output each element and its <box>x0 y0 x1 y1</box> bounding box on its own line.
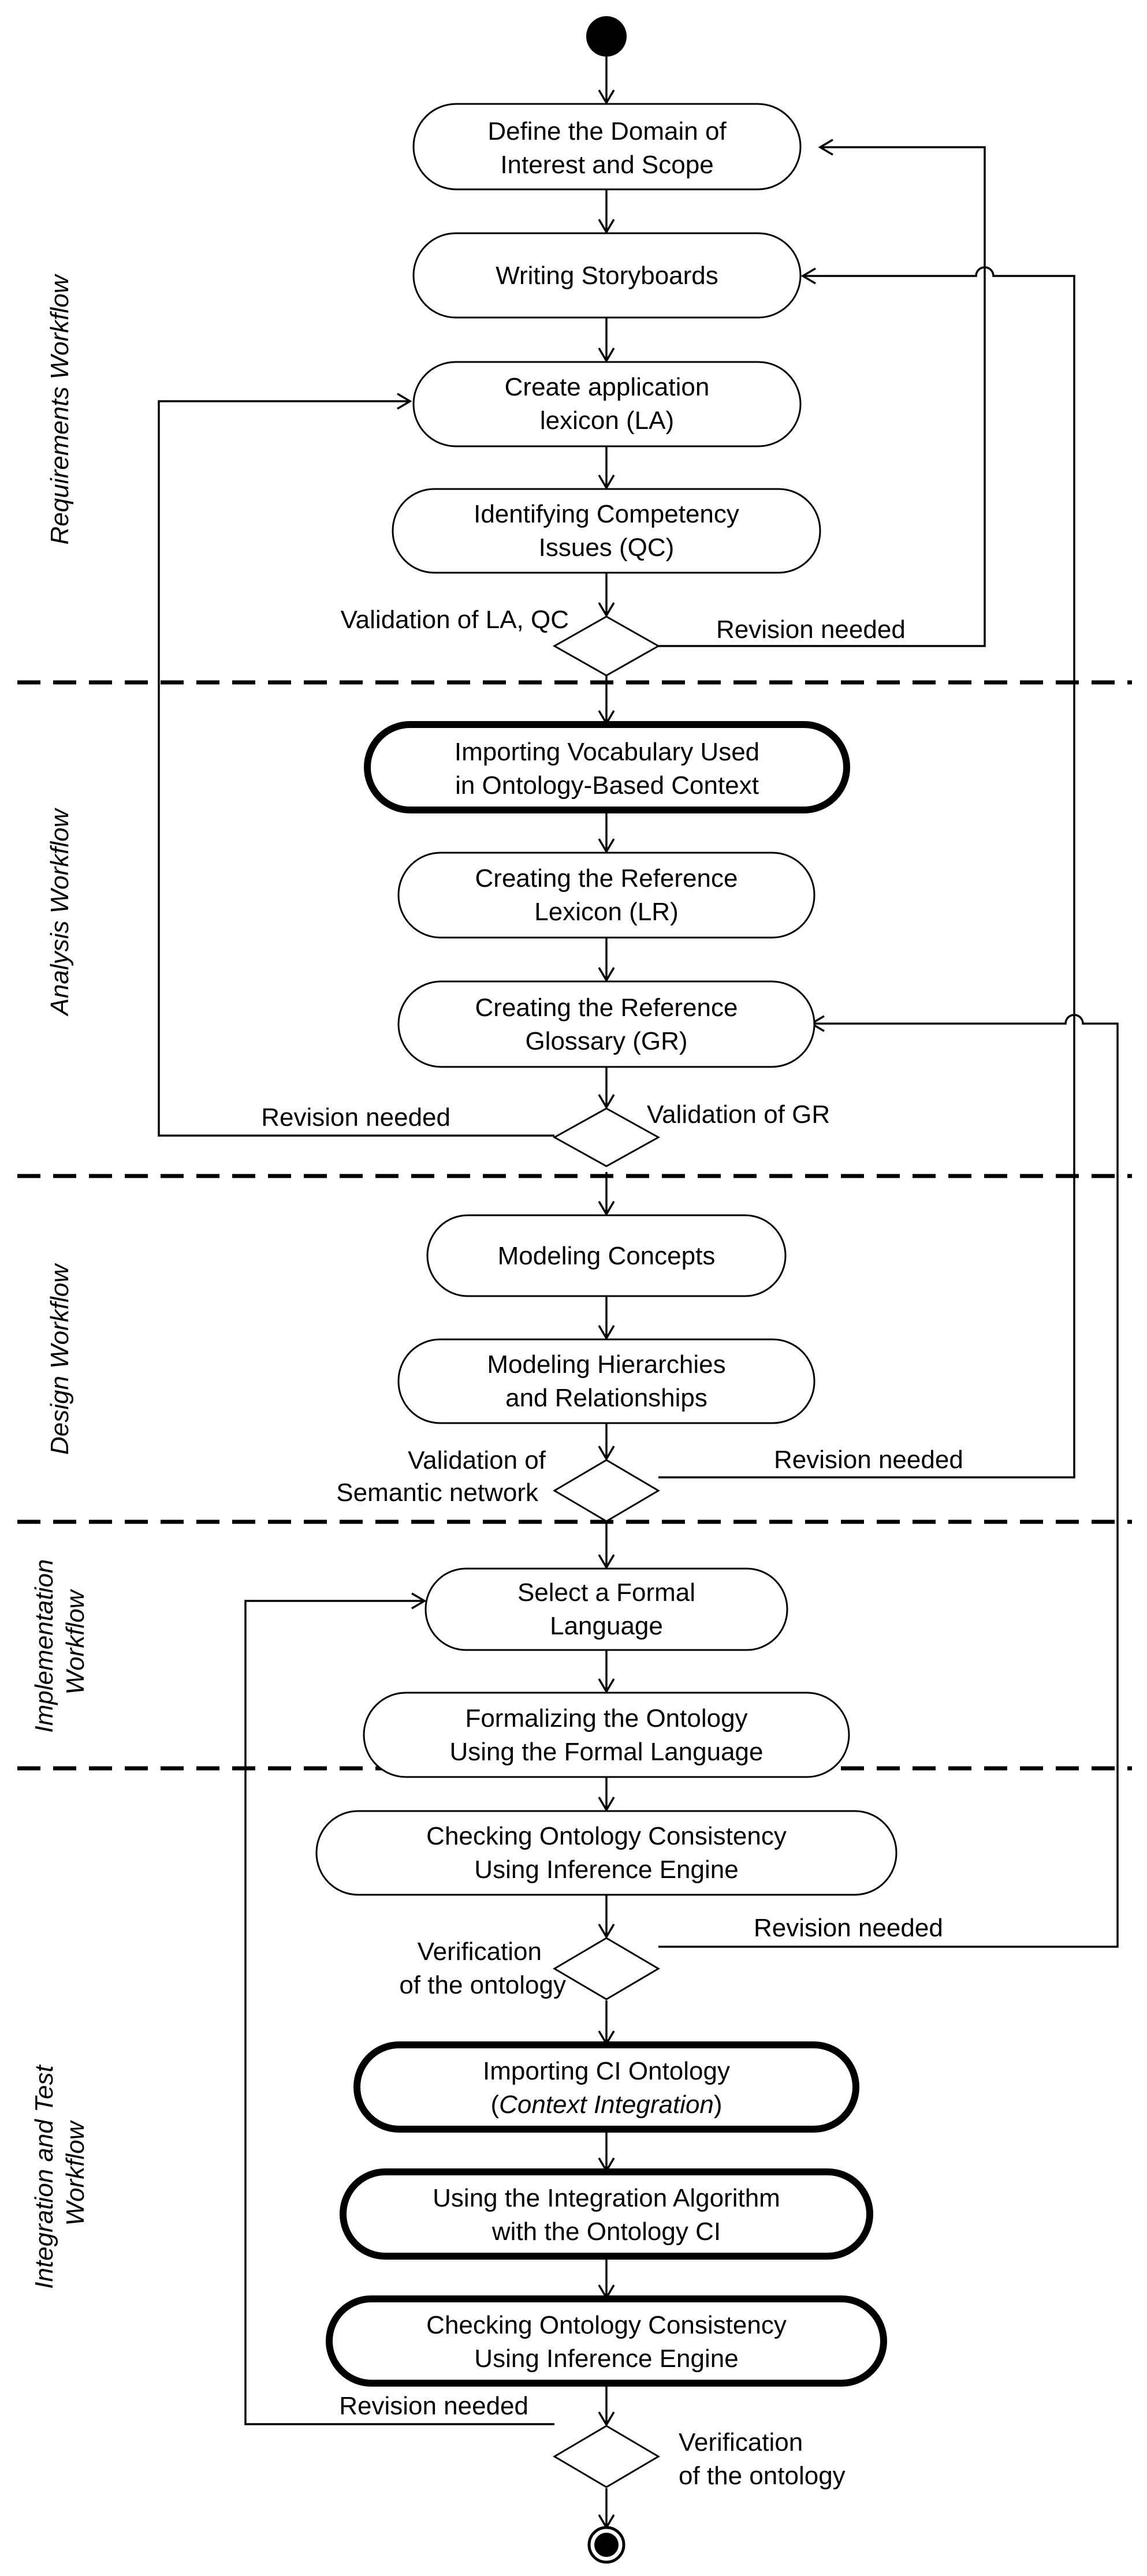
decision-d2 <box>552 1107 661 1167</box>
revision-label-d2: Revision needed <box>261 1103 450 1132</box>
lane-label-implementation: Implementation Workflow <box>30 1552 90 1733</box>
activity-import-ci-ontology: Importing CI Ontology(Context Integratio… <box>353 2041 859 2133</box>
decision-d5 <box>553 2425 660 2488</box>
lane-label-requirements: Requirements Workflow <box>46 273 74 544</box>
loop-edges <box>158 139 1119 2425</box>
initial-node <box>586 16 627 57</box>
lane-label-design: Design Workflow <box>46 1263 74 1455</box>
revision-label-d5: Revision needed <box>339 2392 528 2420</box>
svg-text:Modeling Concepts: Modeling Concepts <box>498 1242 716 1270</box>
decision-label-d1: Validation of LA, QC <box>341 606 569 634</box>
lane-label-integration: Integration and Test Workflow <box>30 2058 90 2289</box>
decision-d3 <box>553 1459 660 1522</box>
decision-label-d2: Validation of GR <box>647 1100 830 1129</box>
decision-d1 <box>552 615 661 677</box>
svg-text:Writing Storyboards: Writing Storyboards <box>496 262 718 290</box>
svg-text:Importing CI Ontology(Context: Importing CI Ontology(Context Integratio… <box>483 2057 730 2119</box>
final-node <box>587 2526 625 2564</box>
activity-storyboards: Writing Storyboards <box>412 232 802 319</box>
flow-arrowheads <box>598 89 615 2530</box>
revision-label-d3: Revision needed <box>774 1446 963 1474</box>
activity-modeling-concepts: Modeling Concepts <box>426 1214 787 1297</box>
lane-label-analysis: Analysis Workflow <box>46 807 74 1017</box>
revision-label-d1: Revision needed <box>716 615 906 644</box>
revision-label-d4: Revision needed <box>754 1914 943 1942</box>
decision-d4 <box>553 1937 660 2000</box>
